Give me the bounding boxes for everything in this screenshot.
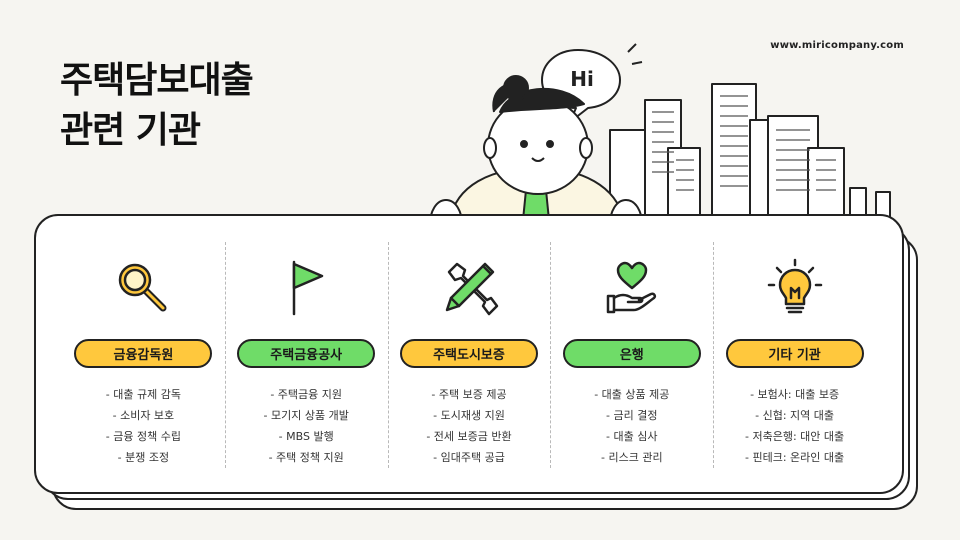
institution-hf: 주택금융공사 - 주택금융 지원 - 모기지 상품 개발 - MBS 발행 - … bbox=[224, 242, 388, 468]
institution-bank: 은행 - 대출 상품 제공 - 금리 결정 - 대출 심사 - 리스크 관리 bbox=[550, 242, 713, 468]
character-city-illustration: Hi bbox=[429, 43, 891, 231]
role-list: - 대출 상품 제공 - 금리 결정 - 대출 심사 - 리스크 관리 bbox=[594, 384, 669, 468]
institution-label: 기타 기관 bbox=[725, 338, 864, 368]
role-item: - 리스크 관리 bbox=[601, 451, 663, 464]
city-buildings bbox=[609, 83, 891, 223]
page-title: 주택담보대출 관련 기관 bbox=[60, 56, 254, 156]
role-item: - 분쟁 조정 bbox=[117, 451, 170, 464]
building-windows bbox=[652, 95, 836, 191]
role-item: - 주택금융 지원 bbox=[270, 388, 343, 401]
institution-others: 기타 기관 - 보험사: 대출 보증 - 신협: 지역 대출 - 저축은행: 대… bbox=[713, 242, 876, 468]
role-item: - 대출 상품 제공 bbox=[594, 388, 670, 401]
role-item: - 소비자 보호 bbox=[112, 409, 175, 422]
role-list: - 주택 보증 제공 - 도시재생 지원 - 전세 보증금 반환 - 임대주택 … bbox=[426, 384, 511, 468]
heart-hand-icon bbox=[597, 254, 667, 323]
institution-hug: 주택도시보증 - 주택 보증 제공 - 도시재생 지원 - 전세 보증금 반환 … bbox=[387, 242, 551, 468]
role-item: - 모기지 상품 개발 bbox=[263, 409, 349, 422]
lightbulb-icon bbox=[760, 254, 830, 323]
institution-columns: 금융감독원 - 대출 규제 감독 - 소비자 보호 - 금융 정책 수립 - 분… bbox=[36, 242, 902, 468]
role-list: - 대출 규제 감독 - 소비자 보호 - 금융 정책 수립 - 분쟁 조정 bbox=[106, 384, 181, 468]
speech-bubble-text: Hi bbox=[570, 67, 594, 91]
tools-icon bbox=[434, 254, 504, 323]
role-item: - 금리 결정 bbox=[606, 409, 658, 422]
institutions-card: 금융감독원 - 대출 규제 감독 - 소비자 보호 - 금융 정책 수립 - 분… bbox=[34, 214, 904, 494]
role-item: - 주택 보증 제공 bbox=[431, 388, 507, 401]
role-item: - 임대주택 공급 bbox=[433, 451, 505, 464]
role-item: - 금융 정책 수립 bbox=[105, 430, 181, 443]
role-item: - 보험사: 대출 보증 bbox=[750, 388, 840, 401]
role-item: - 대출 규제 감독 bbox=[105, 388, 181, 401]
role-item: - 핀테크: 온라인 대출 bbox=[745, 451, 845, 464]
role-list: - 주택금융 지원 - 모기지 상품 개발 - MBS 발행 - 주택 정책 지… bbox=[264, 384, 349, 468]
institution-label: 주택도시보증 bbox=[399, 338, 538, 368]
role-item: - 대출 심사 bbox=[606, 430, 658, 443]
institution-label: 은행 bbox=[562, 338, 701, 368]
magnifier-icon bbox=[108, 254, 178, 323]
role-list: - 보험사: 대출 보증 - 신협: 지역 대출 - 저축은행: 대안 대출 -… bbox=[745, 384, 844, 468]
institution-label: 주택금융공사 bbox=[237, 338, 376, 368]
institution-fss: 금융감독원 - 대출 규제 감독 - 소비자 보호 - 금융 정책 수립 - 분… bbox=[62, 242, 225, 468]
role-item: - MBS 발행 bbox=[278, 430, 334, 443]
title-line-1: 주택담보대출 bbox=[60, 60, 254, 101]
site-url[interactable]: www.miricompany.com bbox=[770, 40, 904, 51]
institution-label: 금융감독원 bbox=[74, 338, 213, 368]
role-item: - 주택 정책 지원 bbox=[268, 451, 344, 464]
role-item: - 전세 보증금 반환 bbox=[426, 430, 512, 443]
flag-icon bbox=[271, 254, 341, 323]
role-item: - 신협: 지역 대출 bbox=[755, 409, 835, 422]
role-item: - 도시재생 지원 bbox=[433, 409, 505, 422]
role-item: - 저축은행: 대안 대출 bbox=[745, 430, 845, 443]
title-line-2: 관련 기관 bbox=[60, 110, 201, 151]
